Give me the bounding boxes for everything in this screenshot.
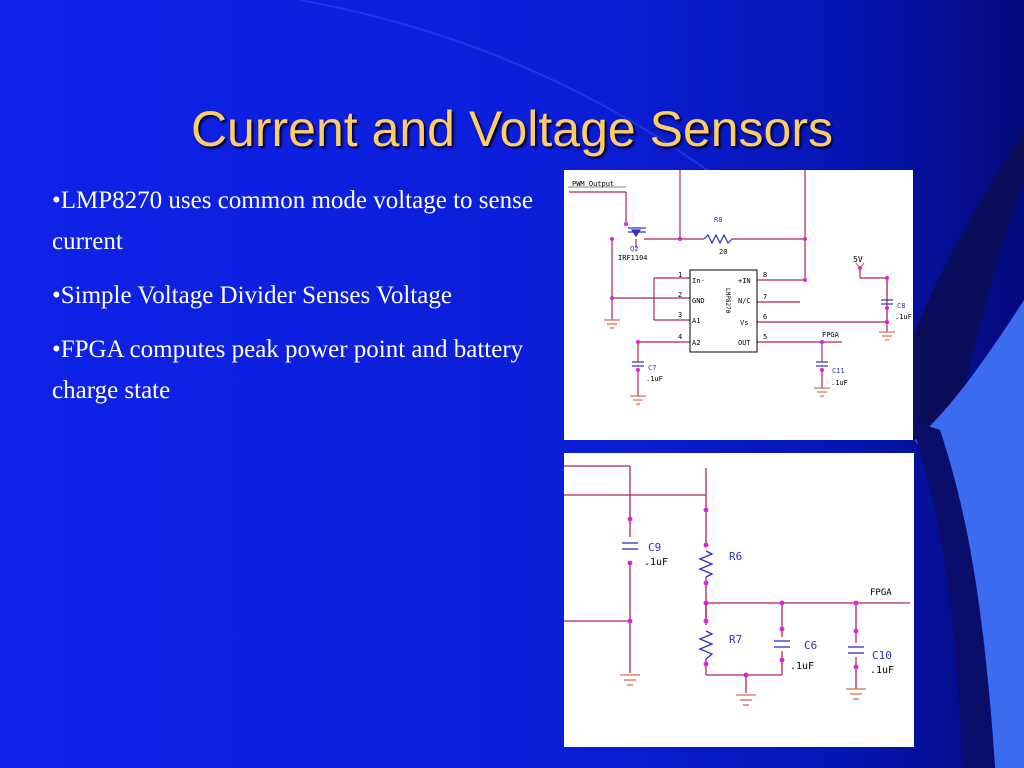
c11-ref-label: C11 — [832, 367, 845, 375]
pin-number-label: 2 — [678, 291, 682, 299]
c11-value-label: .1uF — [831, 379, 848, 387]
pin-number-label: 8 — [763, 271, 767, 279]
pin-number-label: 5 — [763, 333, 767, 341]
pin-name-label: Vs — [740, 319, 748, 327]
c6-ref-label: C6 — [804, 639, 817, 652]
q2-part-label: IRF1104 — [618, 254, 648, 262]
pin-number-label: 1 — [678, 271, 682, 279]
pin-number-label: 7 — [763, 293, 767, 301]
bullet-list: •LMP8270 uses common mode voltage to sen… — [52, 180, 552, 424]
c8-ref-label: C8 — [897, 302, 905, 310]
voltage-divider-circuit: C9 .1uF R6 R7 C6 .1uF C10 .1uF FPGA — [564, 465, 910, 706]
current-sensor-circuit: PWM Output Q2 IRF1104 R8 20 LMP8270 1 2 … — [568, 170, 912, 405]
r6-ref-label: R6 — [729, 550, 742, 563]
pin-name-label: GND — [692, 297, 705, 305]
bullet-item: •FPGA computes peak power point and batt… — [52, 336, 524, 404]
supply-5v-label: 5V — [853, 255, 863, 264]
c8-value-label: .1uF — [895, 313, 912, 321]
c7-value-label: .1uF — [646, 375, 663, 383]
bullet-item: •Simple Voltage Divider Senses Voltage — [52, 282, 452, 309]
pin-name-label: OUT — [738, 339, 751, 347]
pin-name-label: N/C — [738, 297, 751, 305]
slide-title: Current and Voltage Sensors — [190, 101, 834, 157]
pin-number-label: 6 — [763, 313, 767, 321]
c6-value-label: .1uF — [790, 661, 814, 672]
pwm-output-label: PWM Output — [572, 180, 614, 188]
fpga-label: FPGA — [822, 331, 840, 339]
r8-ref-label: R8 — [714, 216, 722, 224]
c9-ref-label: C9 — [648, 541, 661, 554]
c9-value-label: .1uF — [644, 557, 668, 568]
voltage-divider-schematic: C9 .1uF R6 R7 C6 .1uF C10 .1uF FPGA — [564, 453, 914, 747]
pin-name-label: +IN — [738, 277, 751, 285]
pin-name-label: In- — [692, 277, 705, 285]
c7-ref-label: C7 — [648, 364, 656, 372]
r7-ref-label: R7 — [729, 633, 742, 646]
bullet-item: •LMP8270 uses common mode voltage to sen… — [52, 187, 533, 255]
fpga-label: FPGA — [870, 588, 892, 598]
pin-number-label: 4 — [678, 333, 682, 341]
r8-value-label: 20 — [719, 248, 727, 256]
pin-number-label: 3 — [678, 311, 682, 319]
c10-ref-label: C10 — [872, 649, 892, 662]
pin-name-label: A1 — [692, 317, 700, 325]
q2-ref-label: Q2 — [630, 245, 638, 253]
current-sensor-schematic: PWM Output Q2 IRF1104 R8 20 LMP8270 1 2 … — [564, 170, 913, 440]
pin-name-label: A2 — [692, 339, 700, 347]
c10-value-label: .1uF — [870, 665, 894, 676]
ic-part-label: LMP8270 — [724, 288, 731, 314]
